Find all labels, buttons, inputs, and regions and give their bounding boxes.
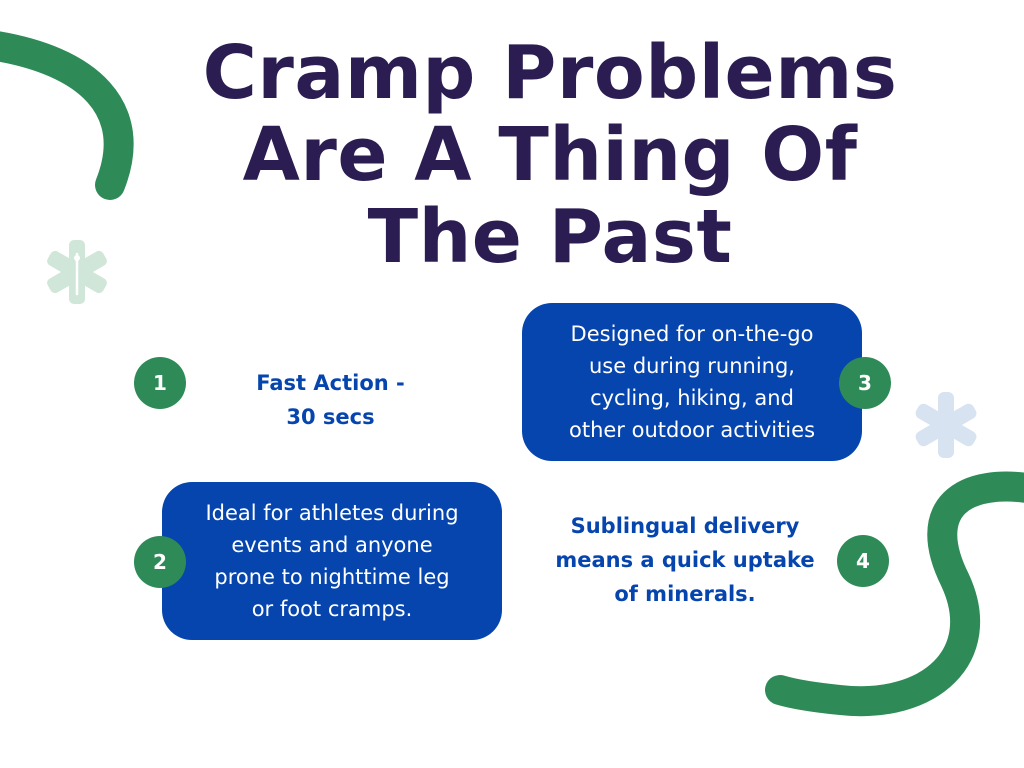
asterisk-icon	[915, 392, 977, 458]
feature-text-line: Ideal for athletes during	[205, 501, 459, 525]
feature-text-line: events and anyone	[231, 533, 433, 557]
feature-sublingual: Sublingual delivery means a quick uptake…	[530, 509, 840, 611]
feature-card-athletes: Ideal for athletes during events and any…	[162, 482, 502, 640]
feature-text-line: use during running,	[589, 354, 795, 378]
number-badge-1: 1	[134, 357, 186, 409]
number-badge-3: 3	[839, 357, 891, 409]
feature-text-line: means a quick uptake	[555, 548, 815, 572]
number-badge-2: 2	[134, 536, 186, 588]
feature-text-line: Fast Action -	[256, 371, 405, 395]
feature-fast-action: Fast Action - 30 secs	[218, 366, 443, 434]
star-of-life-icon	[47, 240, 107, 304]
title-line: Cramp Problems	[202, 30, 898, 116]
feature-text-line: other outdoor activities	[568, 418, 816, 442]
number-badge-4: 4	[837, 535, 889, 587]
feature-text-line: 30 secs	[286, 405, 375, 429]
feature-card-on-the-go: Designed for on-the-go use during runnin…	[522, 303, 862, 461]
feature-text-line: or foot cramps.	[251, 597, 413, 621]
feature-text-line: Designed for on-the-go	[570, 322, 814, 346]
feature-text-line: Sublingual delivery	[570, 514, 800, 538]
green-squiggle-bottom-right	[765, 471, 1024, 717]
page-title: Cramp Problems Are A Thing Of The Past	[150, 32, 950, 278]
feature-text-line: cycling, hiking, and	[590, 386, 794, 410]
title-line: The Past	[367, 194, 733, 280]
green-curve-top-left	[0, 31, 134, 200]
feature-text-line: of minerals.	[614, 582, 756, 606]
feature-text-line: prone to nighttime leg	[214, 565, 450, 589]
title-line: Are A Thing Of	[242, 112, 858, 198]
